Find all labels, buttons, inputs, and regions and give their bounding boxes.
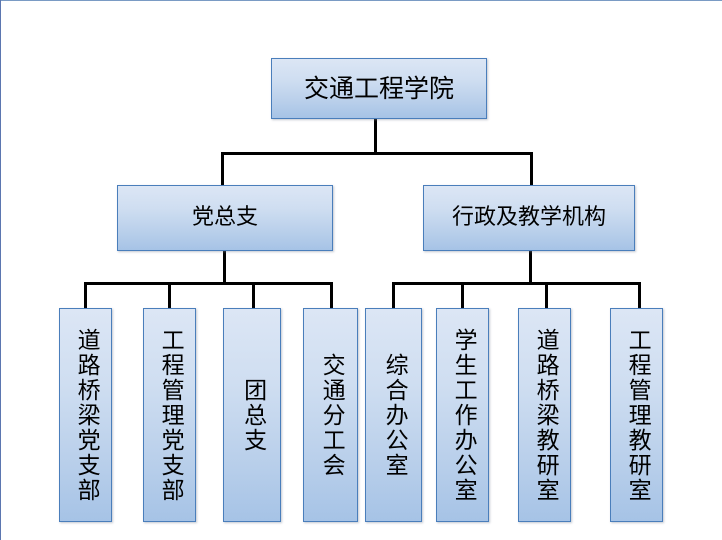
org-node-party[interactable]: 党总支 [117,185,333,251]
connector-admin-drop-2 [461,282,464,308]
connector-root-stem [374,119,377,154]
org-node-traffic-union-branch[interactable]: 交通分工会 [303,308,358,522]
org-node-general-office[interactable]: 综合办公室 [365,308,422,522]
org-node-engineering-management-teaching-research-office[interactable]: 工程管理教研室 [610,308,663,522]
org-node-youth-league-branch[interactable]: 团总支 [223,308,281,522]
org-node-engineering-management-party-branch[interactable]: 工程管理党支部 [143,308,196,522]
org-node-c4-label: 交通分工会 [318,352,345,478]
org-node-root[interactable]: 交通工程学院 [271,58,487,119]
org-node-c5-label: 综合办公室 [381,352,408,478]
org-node-root-label: 交通工程学院 [303,73,454,103]
connector-admin-stem [529,251,532,284]
connector-party-drop-4 [330,282,333,308]
org-node-c8-label: 工程管理教研室 [624,327,651,503]
org-node-c2-label: 工程管理党支部 [157,327,184,503]
org-node-road-bridge-teaching-research-office[interactable]: 道路桥梁教研室 [518,308,571,522]
org-node-c1-label: 道路桥梁党支部 [73,327,100,503]
org-node-admin[interactable]: 行政及教学机构 [423,185,635,251]
page-frame-left-border [0,0,1,540]
org-node-party-label: 党总支 [191,205,258,231]
org-node-c6-label: 学生工作办公室 [450,327,477,503]
connector-admin-drop-3 [545,282,548,308]
connector-party-bus [84,282,333,285]
connector-to-admin [530,152,533,185]
connector-party-drop-2 [168,282,171,308]
connector-level2-bus [221,152,533,155]
connector-to-party [221,152,224,185]
org-node-c7-label: 道路桥梁教研室 [532,327,559,503]
connector-admin-bus [392,282,641,285]
connector-admin-drop-1 [392,282,395,308]
connector-party-drop-1 [84,282,87,308]
org-node-student-affairs-office[interactable]: 学生工作办公室 [436,308,489,522]
org-node-c3-label: 团总支 [239,377,266,453]
page-frame-top-border [0,0,722,1]
connector-admin-drop-4 [638,282,641,308]
connector-party-stem [223,251,226,284]
connector-party-drop-3 [252,282,255,308]
org-node-admin-label: 行政及教学机构 [451,205,606,231]
org-node-road-bridge-party-branch[interactable]: 道路桥梁党支部 [59,308,112,522]
